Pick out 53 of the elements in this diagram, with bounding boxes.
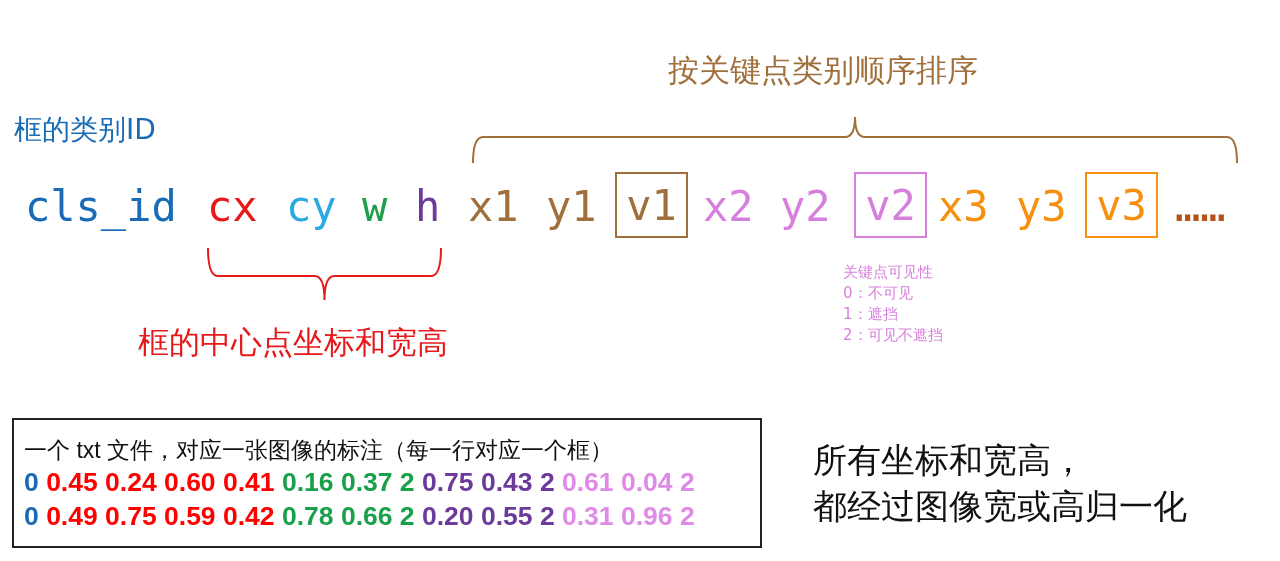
value: 2	[399, 466, 415, 497]
value: 0.43	[480, 466, 533, 497]
visibility-box: v2	[854, 172, 927, 238]
value: 0.78	[281, 501, 334, 532]
annotation: 所有坐标和宽高，	[813, 440, 1085, 481]
value: 2	[539, 466, 555, 497]
annotation: 1：遮挡	[843, 305, 898, 323]
value: 2	[399, 501, 415, 532]
visibility-box: v3	[1085, 172, 1158, 238]
annotation: 框的类别ID	[14, 113, 156, 147]
annotation: 按关键点类别顺序排序	[668, 52, 978, 90]
annotation: 关键点可见性	[843, 263, 933, 281]
value: 0.41	[223, 466, 275, 497]
value: 0.16	[281, 466, 334, 497]
field-name: y2	[780, 186, 831, 228]
field-name: y3	[1016, 186, 1067, 228]
value: 0.24	[105, 466, 157, 497]
field-name: cx	[207, 186, 258, 228]
field-name: cy	[286, 186, 337, 228]
value: 2	[539, 501, 555, 532]
annotation: 2：可见不遮挡	[843, 326, 943, 344]
field-name: h	[415, 186, 441, 228]
value: 2	[679, 501, 695, 532]
value: 2	[679, 466, 695, 497]
value: 0.55	[480, 501, 533, 532]
field-name: x3	[938, 186, 989, 228]
value: 0.61	[562, 466, 614, 497]
example-file-box	[12, 418, 762, 548]
field-name: y1	[546, 186, 597, 228]
value: 0.49	[46, 501, 98, 532]
field-name: x1	[468, 186, 519, 228]
value: 0	[24, 466, 39, 497]
value: 0.42	[223, 501, 275, 532]
value: 0.04	[620, 466, 673, 497]
value: 0.45	[46, 466, 98, 497]
field-name: w	[362, 186, 388, 228]
value: 0.59	[164, 501, 216, 532]
field-name: x2	[703, 186, 754, 228]
annotation: 0：不可见	[843, 284, 913, 302]
value: 0.31	[562, 501, 614, 532]
value: 0.60	[164, 466, 216, 497]
value: 0.75	[105, 501, 157, 532]
value: 0.66	[340, 501, 393, 532]
value: 0.96	[620, 501, 673, 532]
field-name: ……	[1175, 186, 1226, 228]
file-description: 一个 txt 文件，对应一张图像的标注（每一行对应一个框）	[24, 436, 615, 465]
annotation: 都经过图像宽或高归一化	[813, 486, 1187, 527]
visibility-box: v1	[615, 172, 688, 238]
value: 0.37	[340, 466, 393, 497]
value: 0.75	[421, 466, 474, 497]
value: 0	[24, 501, 39, 532]
value: 0.20	[421, 501, 474, 532]
annotation: 框的中心点坐标和宽高	[138, 324, 448, 362]
